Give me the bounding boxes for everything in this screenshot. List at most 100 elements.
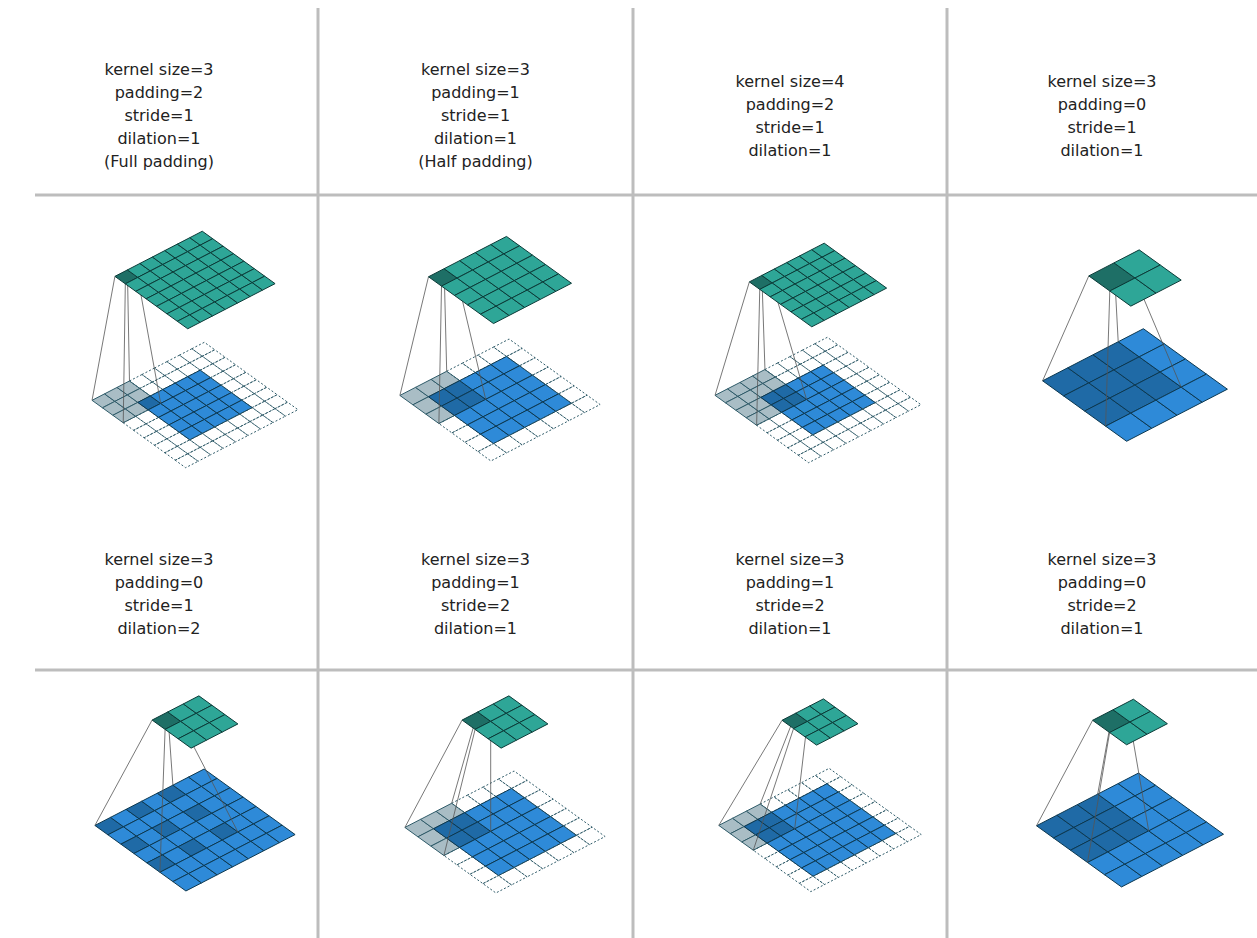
- padding-cell: [507, 348, 536, 365]
- table-rule: [317, 8, 320, 938]
- parameter-text: dilation=2: [0, 617, 318, 640]
- projection-line: [1088, 733, 1110, 863]
- padding-cell: [154, 362, 177, 376]
- padding-cell: [265, 395, 288, 409]
- padding-cell: [875, 396, 898, 410]
- convolution-figure: [715, 243, 921, 463]
- parameter-text: dilation=1: [633, 139, 947, 162]
- convolution-figure: [1037, 699, 1224, 887]
- parameter-text: padding=0: [947, 571, 1257, 594]
- padding-cell: [861, 417, 884, 431]
- projection-line: [1037, 720, 1093, 825]
- projection-line: [439, 286, 442, 423]
- padding-cell: [242, 394, 265, 408]
- padding-cell: [254, 387, 277, 401]
- padding-cell: [483, 876, 512, 893]
- padding-cell: [190, 356, 213, 370]
- padding-cell: [499, 867, 528, 884]
- padding-cell: [263, 409, 286, 423]
- convolution-figure: [400, 236, 600, 461]
- padding-cell: [123, 416, 146, 430]
- parameter-text: padding=1: [633, 571, 947, 594]
- padding-cell: [175, 454, 198, 468]
- input-cell: [229, 400, 252, 414]
- table-rule: [35, 194, 1257, 197]
- padding-cell: [898, 397, 921, 411]
- padding-cell: [192, 342, 215, 356]
- projection-line: [753, 729, 793, 851]
- parameter-text: stride=2: [947, 594, 1257, 617]
- padding-cell: [800, 435, 823, 449]
- output-cell: [209, 715, 238, 732]
- table-rule: [35, 669, 1257, 672]
- padding-cell: [211, 371, 234, 385]
- table-cell: kernel size=3padding=1stride=2dilation=1: [633, 548, 947, 640]
- padding-cell: [213, 434, 236, 448]
- convolution-figure: [405, 696, 605, 893]
- parameter-text: padding=2: [633, 93, 947, 116]
- input-cell: [1186, 822, 1223, 845]
- padding-cell: [854, 381, 877, 395]
- padding-cell: [499, 771, 528, 788]
- parameter-text: dilation=1: [0, 127, 318, 150]
- padding-cell: [811, 442, 834, 456]
- padding-cell: [134, 424, 157, 438]
- padding-cell: [512, 780, 541, 797]
- table-cell: kernel size=3padding=1stride=2dilation=1: [318, 548, 633, 640]
- padding-cell: [240, 408, 263, 422]
- padding-cell: [540, 411, 569, 428]
- padding-cell: [850, 409, 873, 423]
- padding-cell: [777, 434, 800, 448]
- padding-cell: [873, 810, 898, 825]
- padding-cell: [799, 876, 824, 891]
- padding-cell: [525, 419, 554, 436]
- parameter-text: kernel size=3: [318, 548, 633, 571]
- parameter-text: kernel size=3: [947, 70, 1257, 93]
- padding-cell: [520, 358, 549, 375]
- padding-cell: [767, 426, 790, 440]
- padding-cell: [836, 352, 859, 366]
- table-rule: [632, 8, 635, 938]
- parameter-text: dilation=1: [947, 139, 1257, 162]
- convolution-figure: [92, 231, 298, 467]
- projection-line: [400, 277, 429, 396]
- padding-cell: [788, 441, 811, 455]
- padding-cell: [564, 818, 593, 835]
- table-cell: kernel size=3padding=1stride=1dilation=1…: [318, 58, 633, 173]
- padding-cell: [882, 833, 907, 848]
- projection-line: [160, 729, 165, 872]
- padding-cell: [494, 339, 523, 356]
- parameter-text: (Full padding): [0, 150, 318, 173]
- output-cell: [543, 274, 572, 291]
- padding-cell: [545, 843, 574, 860]
- projection-line: [1106, 291, 1110, 426]
- parameter-text: dilation=1: [633, 617, 947, 640]
- output-cell: [864, 281, 887, 295]
- padding-cell: [227, 414, 250, 428]
- parameter-text: stride=1: [947, 116, 1257, 139]
- padding-cell: [231, 386, 254, 400]
- convolution-figure: [719, 699, 921, 892]
- projection-line: [405, 720, 462, 827]
- padding-cell: [798, 449, 821, 463]
- parameter-text: kernel size=3: [0, 58, 318, 81]
- padding-cell: [538, 799, 567, 816]
- padding-cell: [884, 818, 909, 833]
- parameter-text: kernel size=3: [947, 548, 1257, 571]
- padding-cell: [188, 447, 211, 461]
- padding-cell: [238, 422, 261, 436]
- parameter-text: dilation=1: [318, 617, 633, 640]
- output-cell: [252, 276, 275, 290]
- parameter-text: padding=2: [0, 81, 318, 104]
- padding-cell: [509, 427, 538, 444]
- padding-cell: [225, 428, 248, 442]
- padding-cell: [223, 365, 246, 379]
- padding-cell: [533, 367, 562, 384]
- padding-cell: [757, 419, 780, 433]
- padding-cell: [834, 366, 857, 380]
- padding-cell: [856, 367, 879, 381]
- padding-cell: [177, 440, 200, 454]
- padding-cell: [790, 350, 813, 364]
- padding-cell: [850, 793, 875, 808]
- input-cell: [548, 826, 577, 843]
